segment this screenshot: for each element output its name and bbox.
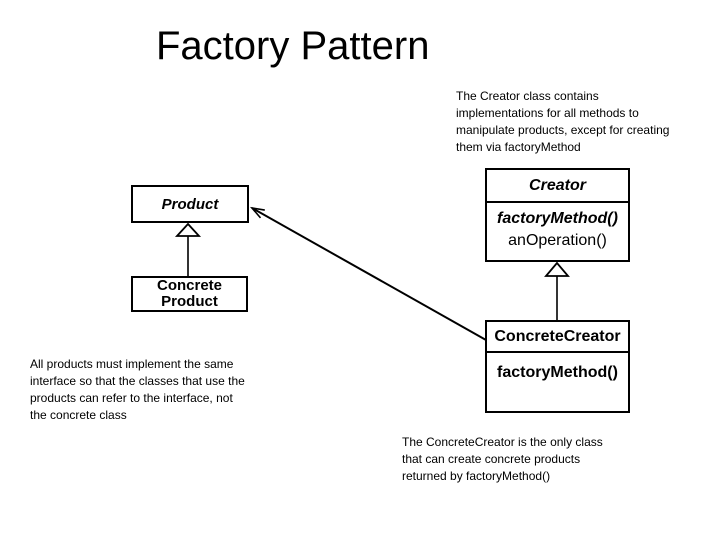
product-class-box: Product	[131, 185, 249, 223]
creator-note: The Creator class contains implementatio…	[456, 89, 670, 154]
concrete-product-class-box: Concrete Product	[131, 276, 248, 312]
generalization-triangle-creator-icon	[544, 261, 570, 277]
association-line	[251, 207, 487, 341]
generalization-triangle-product-icon	[174, 222, 202, 237]
concrete-product-name-line1: Concrete	[156, 277, 223, 294]
product-note: All products must implement the same int…	[30, 357, 245, 422]
concrete-creator-note: The ConcreteCreator is the only class th…	[402, 435, 603, 483]
creator-class-name: Creator	[487, 170, 628, 203]
association-arrowhead-icon	[249, 206, 265, 219]
concrete-creator-member-factory-method: factoryMethod()	[497, 364, 618, 381]
creator-members-compartment: factoryMethod() anOperation()	[487, 203, 628, 252]
concrete-creator-class-box: ConcreteCreator factoryMethod()	[485, 320, 630, 413]
product-class-name: Product	[161, 195, 219, 213]
slide-title: Factory Pattern	[156, 24, 430, 68]
creator-member-factory-method: factoryMethod()	[497, 210, 618, 227]
concrete-creator-class-name: ConcreteCreator	[487, 322, 628, 353]
creator-member-an-operation: anOperation()	[508, 232, 607, 249]
concrete-creator-members-compartment: factoryMethod()	[487, 353, 628, 383]
creator-class-box: Creator factoryMethod() anOperation()	[485, 168, 630, 262]
concrete-product-name-line2: Product	[161, 293, 218, 310]
